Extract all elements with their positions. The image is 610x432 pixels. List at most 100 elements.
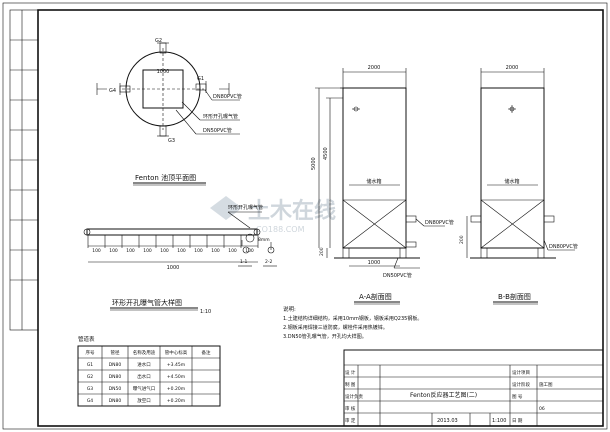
pipe-table-cell: +3.45m bbox=[167, 362, 185, 368]
pipe-table-cell: DN50 bbox=[109, 386, 122, 392]
pipe-table-title: 管道表 bbox=[78, 335, 95, 343]
detail-total: 1000 bbox=[167, 265, 180, 271]
tb-label-lead: 设计负责 bbox=[345, 393, 363, 400]
bb-base-height: 200 bbox=[459, 235, 465, 244]
section-bb: 2000 储水箱 200 DN80PVC管 B-B剖面图 bbox=[459, 65, 578, 305]
notes: 说明: 1.土建结构详细结构，采用10mm钢板，钢板采用Q235钢板。 2.钢板… bbox=[283, 305, 422, 340]
label-ring-pipe: 环形开孔曝气管 bbox=[203, 113, 238, 120]
detail-title: 环形开孔曝气管大样图 bbox=[112, 298, 182, 307]
section-arrow-a bbox=[96, 83, 107, 95]
pipe-table-cell: 放空口 bbox=[137, 397, 151, 404]
pipe-table-cell: G4 bbox=[87, 398, 93, 404]
watermark-text: 土木在线 bbox=[248, 198, 336, 224]
tb-label-check: 审 核 bbox=[345, 405, 356, 412]
plan-title: Fenton 池顶平面图 bbox=[135, 173, 196, 182]
nozzle-g3 bbox=[159, 125, 167, 137]
detail-spacing-0: 100 bbox=[92, 248, 101, 254]
pipe-table-header: 管径 bbox=[111, 349, 120, 356]
notes-heading: 说明: bbox=[283, 305, 296, 313]
tb-label-date: 日 期 bbox=[512, 418, 523, 424]
pipe-table-cell: +0.20m bbox=[167, 386, 185, 392]
tb-label-approve: 审 定 bbox=[345, 417, 356, 424]
section-aa: 2000 储水箱 5000 4500 200 1000 DN80PVC管 D bbox=[311, 65, 454, 305]
watermark: 土木在线 CO188.COM bbox=[210, 196, 336, 234]
label-g4: G4 bbox=[109, 88, 116, 94]
aa-base-height: 200 bbox=[319, 247, 325, 256]
notes-line-2: 2.钢板采用焊接三道防腐，螺栓件采用热镀锌。 bbox=[283, 324, 388, 331]
label-g1: G1 bbox=[197, 76, 204, 82]
pipe-table-cell: DN80 bbox=[109, 398, 122, 404]
tb-label-draw: 制 图 bbox=[345, 381, 356, 388]
tb-sheet-no: 06 bbox=[539, 406, 545, 412]
pipe-table-cell: 出水口 bbox=[137, 373, 151, 380]
tb-label-design: 设 计 bbox=[345, 369, 356, 376]
aa-height-total: 5000 bbox=[311, 157, 317, 170]
bb-title: B-B剖面图 bbox=[498, 292, 531, 301]
watermark-sub: CO188.COM bbox=[256, 225, 305, 234]
detail-spacing-7: 100 bbox=[211, 248, 220, 254]
bb-inner-label: 储水箱 bbox=[504, 178, 519, 185]
detail-scale: 1:10 bbox=[200, 309, 211, 315]
detail-spacing-3: 100 bbox=[143, 248, 152, 254]
section-1-1: 1-1 bbox=[240, 259, 247, 265]
plan-view: 1000 G2 G1 G4 G3 DN80PVC管 环形开孔曝气管 DN50PV… bbox=[96, 38, 242, 186]
detail-spacing-8: 100 bbox=[228, 248, 237, 254]
detail-spacing-2: 100 bbox=[126, 248, 135, 254]
detail-spacing-5: 100 bbox=[177, 248, 186, 254]
pipe-table-header: 备注 bbox=[202, 349, 211, 356]
pipe-table-cell: G1 bbox=[87, 362, 93, 368]
pipe-table-header: 名称及用途 bbox=[133, 349, 156, 356]
pipe-table-cell: +0.20m bbox=[167, 398, 185, 404]
pipe-table-header: 管中心标高 bbox=[165, 349, 188, 356]
label-g3: G3 bbox=[168, 138, 175, 144]
aa-title: A-A剖面图 bbox=[359, 292, 392, 301]
tb-drawing-name: Fenton反应器工艺图(二) bbox=[410, 391, 477, 399]
aa-height-inner: 4500 bbox=[323, 147, 329, 160]
title-block: 设 计 制 图 设计负责 审 核 审 定 Fenton反应器工艺图(二) 201… bbox=[343, 349, 604, 427]
notes-line-3: 3.DN50管孔曝气管，开孔均大样图。 bbox=[283, 333, 367, 340]
title-block-frame bbox=[343, 349, 604, 427]
aa-base-width: 1000 bbox=[368, 260, 381, 266]
tb-stage: 施工图 bbox=[539, 381, 553, 388]
tb-label-project: 设计项目 bbox=[512, 369, 530, 376]
aa-width: 2000 bbox=[368, 65, 381, 71]
pipe-table-cell: DN80 bbox=[109, 374, 122, 380]
detail-spacing-6: 100 bbox=[194, 248, 203, 254]
label-dn80: DN80PVC管 bbox=[213, 93, 242, 100]
pipe-table-frame bbox=[77, 345, 221, 407]
bb-tank-wall bbox=[480, 87, 545, 249]
label-dn50: DN50PVC管 bbox=[203, 127, 232, 134]
detail-spacing-9: 100 bbox=[245, 248, 254, 254]
aa-pipe-dn80: DN80PVC管 bbox=[425, 219, 454, 226]
aa-pipe-dn50: DN50PVC管 bbox=[383, 272, 412, 279]
section-2-2: 2-2 bbox=[265, 259, 272, 265]
notes-line-1: 1.土建结构详细结构，采用10mm钢板，钢板采用Q235钢板。 bbox=[283, 315, 422, 322]
aa-inner-label: 储水箱 bbox=[366, 178, 381, 185]
detail-callout: 环形开孔曝气管 bbox=[228, 204, 263, 211]
pipe-table-cell: G2 bbox=[87, 374, 93, 380]
tb-date: 2013.03 bbox=[437, 418, 458, 424]
tb-label-stage: 设计阶段 bbox=[512, 381, 530, 388]
plan-dim-inner: 1000 bbox=[157, 69, 170, 75]
revision-strip bbox=[9, 9, 39, 331]
detail-pipe bbox=[86, 228, 258, 236]
pipe-table-cell: DN80 bbox=[109, 362, 122, 368]
section-arrow-a2 bbox=[219, 83, 230, 95]
detail-spacing-1: 100 bbox=[109, 248, 118, 254]
bb-width: 2000 bbox=[506, 65, 519, 71]
pipe-table-cell: +4.50m bbox=[167, 374, 185, 380]
bb-pipe-dn80: DN80PVC管 bbox=[549, 243, 578, 250]
tb-scale: 1:100 bbox=[492, 418, 506, 424]
aa-tank-wall bbox=[342, 87, 407, 249]
detail-hole: 8mm bbox=[258, 237, 270, 243]
pipe-table-header: 序号 bbox=[86, 349, 95, 356]
tb-label-sheet: 图 号 bbox=[512, 394, 523, 400]
aa-nozzle bbox=[405, 215, 417, 223]
